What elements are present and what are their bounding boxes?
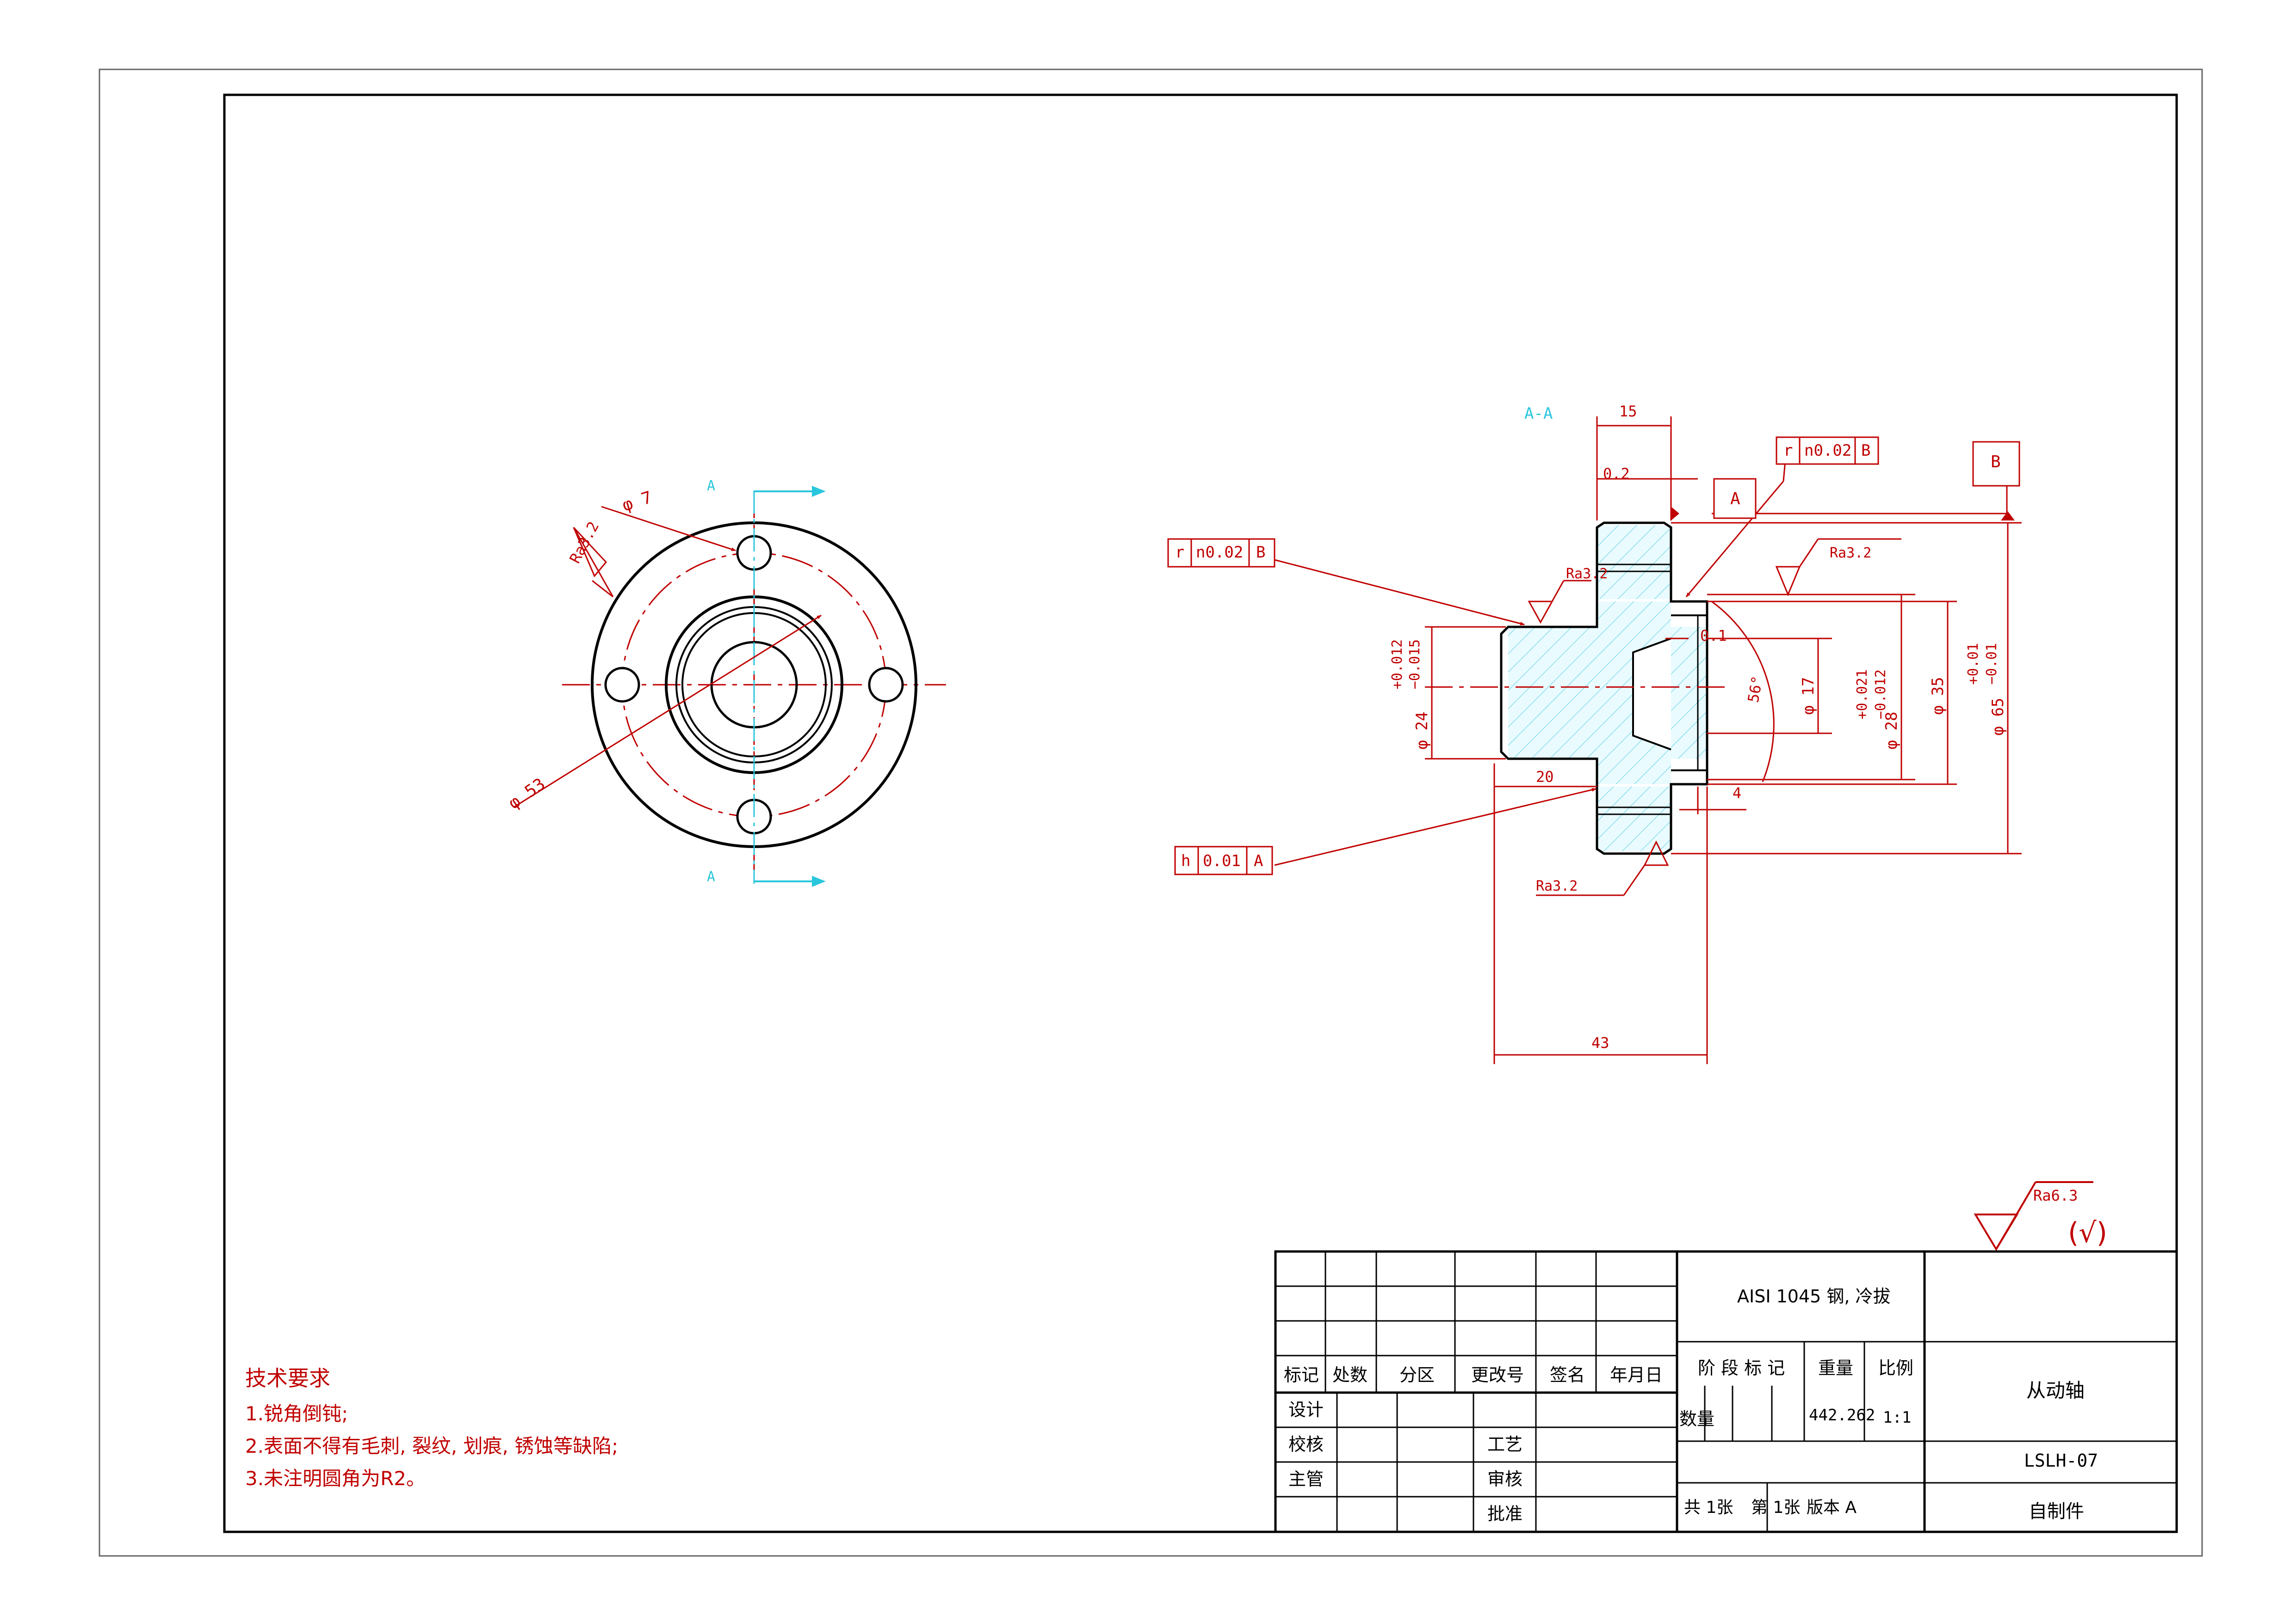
tb-supervisor: 主管 <box>1288 1469 1324 1489</box>
section-mark-top: A <box>707 478 715 494</box>
tb-weight: 442.262 <box>1809 1406 1875 1425</box>
tb-total-sheets: 共 1张 <box>1684 1498 1733 1517</box>
dim-43: 43 <box>1591 1034 1609 1052</box>
tb-version: 版本 A <box>1807 1498 1857 1517</box>
fcf-left-sym: r <box>1175 543 1184 562</box>
fcf-top-datum: B <box>1861 441 1870 460</box>
fcf-bottom-datum: A <box>1254 852 1263 870</box>
tb-hdr-change: 更改号 <box>1471 1365 1524 1385</box>
front-view <box>513 486 946 887</box>
general-roughness-symbol <box>1974 1181 2093 1251</box>
section-view <box>1167 416 2022 1064</box>
tb-hdr-sign: 签名 <box>1550 1365 1585 1385</box>
tb-scale: 1:1 <box>1883 1408 1911 1427</box>
dim-02: 0.2 <box>1603 465 1630 483</box>
dim-20: 20 <box>1536 768 1554 786</box>
outer-frame <box>99 68 2203 1557</box>
roughness-front: Ra3.2 <box>566 519 603 566</box>
fcf-bottom-tol: 0.01 <box>1203 852 1241 870</box>
tb-process: 工艺 <box>1487 1434 1522 1455</box>
tb-scale-label: 比例 <box>1878 1358 1913 1378</box>
fcf-bottom-sym: h <box>1181 852 1190 870</box>
tb-sheet-no: 第 1张 <box>1751 1498 1800 1517</box>
angle-56: 56° <box>1744 675 1766 704</box>
dim-phi65-up: +0.01 <box>1965 643 1981 685</box>
dim-hole: φ 7 <box>620 488 655 515</box>
ra-right: Ra3.2 <box>1830 545 1871 561</box>
tb-stage-mark: 阶 段 标 记 <box>1698 1358 1785 1378</box>
datum-b: B <box>1991 452 2001 471</box>
tb-approve: 批准 <box>1487 1504 1522 1524</box>
tb-design: 设计 <box>1288 1400 1324 1420</box>
tb-material: AISI 1045 钢, 冷拔 <box>1737 1286 1891 1307</box>
section-mark-bottom: A <box>707 869 715 885</box>
tb-hdr-count: 处数 <box>1332 1365 1368 1385</box>
tech-req-title: 技术要求 <box>245 1366 330 1391</box>
title-block <box>1274 1250 2178 1533</box>
tb-review: 审核 <box>1487 1469 1522 1489</box>
dim-phi24-dn: −0.015 <box>1407 639 1423 689</box>
fcf-top-sym: r <box>1783 441 1793 460</box>
datum-a: A <box>1730 489 1740 508</box>
tb-check: 校核 <box>1288 1434 1324 1455</box>
dim-01: 0.1 <box>1700 627 1727 644</box>
dim-phi28: φ 28 <box>1882 712 1901 750</box>
tb-qty-label: 数量 <box>1679 1409 1714 1429</box>
general-ra: Ra6.3 <box>2033 1187 2078 1204</box>
dim-phi35: φ 35 <box>1929 677 1947 715</box>
dim-phi24: φ 24 <box>1413 712 1431 750</box>
dim-phi65: φ 65 <box>1989 698 2007 736</box>
general-ra-mark: (√) <box>2068 1217 2107 1249</box>
tech-req-item-1: 1.锐角倒钝; <box>245 1402 348 1425</box>
dim-phi65-dn: −0.01 <box>1984 643 2000 685</box>
tech-req-item-3: 3.未注明圆角为R2。 <box>245 1467 426 1490</box>
tb-weight-label: 重量 <box>1818 1358 1853 1378</box>
tb-part-name: 从动轴 <box>2026 1379 2085 1402</box>
ra-left: Ra3.2 <box>1566 566 1608 582</box>
section-title: A-A <box>1524 404 1553 423</box>
dim-phi17: φ 17 <box>1799 677 1818 715</box>
dim-phi28-up: +0.021 <box>1854 669 1870 719</box>
fcf-left-datum: B <box>1256 543 1265 562</box>
tb-hdr-mark: 标记 <box>1284 1365 1319 1385</box>
tb-hdr-date: 年月日 <box>1610 1365 1663 1385</box>
tb-source: 自制件 <box>2029 1501 2084 1522</box>
inner-frame <box>223 93 2178 1533</box>
fcf-top-tol: n0.02 <box>1804 441 1851 460</box>
dim-15: 15 <box>1619 403 1637 420</box>
tech-req-item-2: 2.表面不得有毛刺, 裂纹, 划痕, 锈蚀等缺陷; <box>245 1435 618 1457</box>
tb-hdr-zone: 分区 <box>1399 1365 1435 1385</box>
dim-4: 4 <box>1733 784 1741 802</box>
dim-pcd: φ 53 <box>505 774 549 813</box>
dim-phi28-dn: −0.012 <box>1873 669 1889 719</box>
ra-bottom: Ra3.2 <box>1536 878 1578 894</box>
dim-phi24-up: +0.012 <box>1389 639 1405 689</box>
fcf-left-tol: n0.02 <box>1196 543 1243 562</box>
tb-drawing-no: LSLH-07 <box>2024 1450 2098 1471</box>
